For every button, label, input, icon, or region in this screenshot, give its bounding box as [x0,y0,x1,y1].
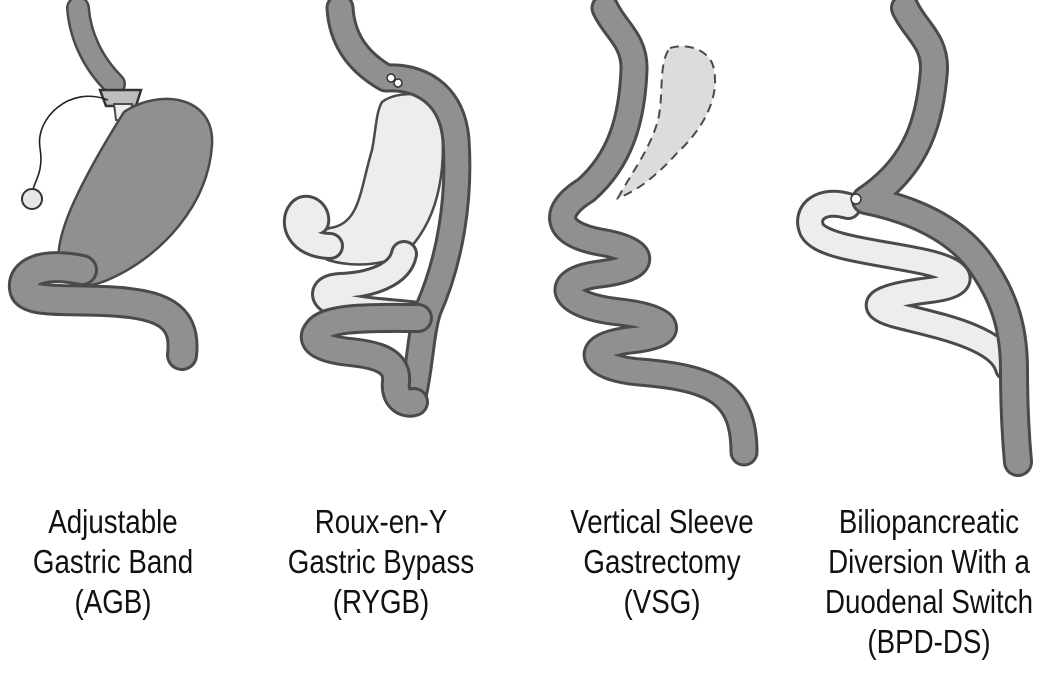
agb-label-line: Gastric Band [32,543,194,580]
rygb-label-line: (RYGB) [332,583,430,620]
bpdds-label-line: (BPD-DS) [867,623,991,660]
bpdds-bypassed-limb [799,192,1019,379]
bpdds-label-line: Duodenal Switch [824,583,1034,620]
agb-illustration [8,0,214,371]
agb-label-line: Adjustable [48,503,178,540]
bpdds-label: Biliopancreatic Diversion With a Duodena… [824,502,1034,662]
agb-band-tube [32,95,109,191]
rygb-label-line: Gastric Bypass [287,543,475,580]
bpdds-staple [850,193,862,205]
bpdds-label-line: Biliopancreatic [838,503,1020,540]
agb-esophagus [68,0,124,94]
vsg-label-line: Gastrectomy [583,543,741,580]
agb-label: Adjustable Gastric Band (AGB) [8,502,218,622]
rygb-label-line: Roux-en-Y [314,503,448,540]
rygb-label: Roux-en-Y Gastric Bypass (RYGB) [276,502,486,622]
vsg-sleeve [551,0,756,464]
agb-stomach [57,97,214,287]
bpdds-label-line: Diversion With a [828,543,1030,580]
rygb-staple [386,73,396,83]
vsg-label-line: Vertical Sleeve [570,503,754,540]
rygb-illustration [282,0,472,418]
agb-port [21,188,43,210]
agb-label-line: (AGB) [74,583,152,620]
vsg-label: Vertical Sleeve Gastrectomy (VSG) [557,502,767,622]
bpdds-illustration [796,0,1033,477]
vsg-illustration [548,0,759,467]
rygb-staple [393,78,403,88]
agb-intestine [10,254,196,368]
vsg-label-line: (VSG) [623,583,701,620]
bpdds-alimentary-limb [854,0,1030,474]
vsg-removed-stomach [615,45,717,200]
rygb-common-channel [303,305,430,415]
